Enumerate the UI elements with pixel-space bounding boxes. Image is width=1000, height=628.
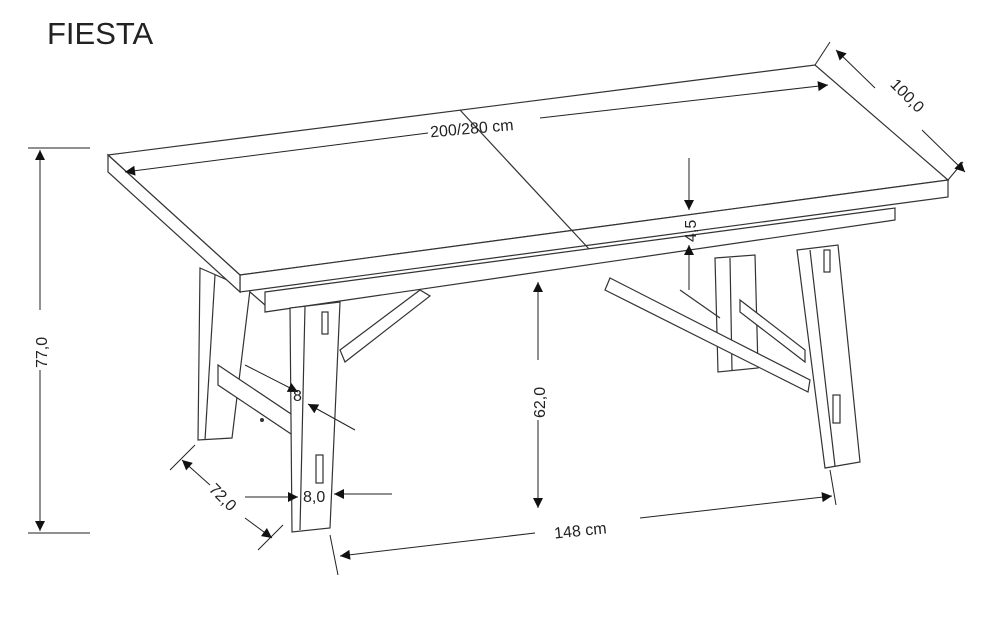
dimension-length: 200/280 cm bbox=[124, 81, 829, 176]
table-top bbox=[106, 64, 950, 313]
product-title: FIESTA bbox=[47, 16, 154, 51]
total-height-label: 77,0 bbox=[34, 337, 51, 368]
dimension-top-thickness: 4,5 bbox=[683, 158, 700, 290]
dimension-leg-distance: 148 cm bbox=[329, 469, 837, 576]
leg-width-label: 8,0 bbox=[303, 489, 325, 506]
back-left-leg bbox=[197, 267, 251, 441]
clearance-label: 62,0 bbox=[532, 387, 549, 418]
dimension-leg-width: 8,0 bbox=[245, 489, 392, 506]
width-label: 100,0 bbox=[887, 76, 927, 116]
leg-distance-label: 148 cm bbox=[553, 520, 607, 542]
thickness-label: 4,5 bbox=[683, 220, 700, 242]
front-right-leg bbox=[796, 244, 861, 469]
stretchers bbox=[217, 277, 811, 442]
front-left-leg bbox=[289, 301, 341, 533]
dimension-stretcher: 8 bbox=[244, 364, 356, 431]
leg-span-label: 72,0 bbox=[205, 481, 239, 515]
dimension-clearance: 62,0 bbox=[532, 282, 549, 508]
stretcher-label: 8 bbox=[293, 388, 302, 405]
dimension-total-height: 77,0 bbox=[28, 147, 90, 534]
